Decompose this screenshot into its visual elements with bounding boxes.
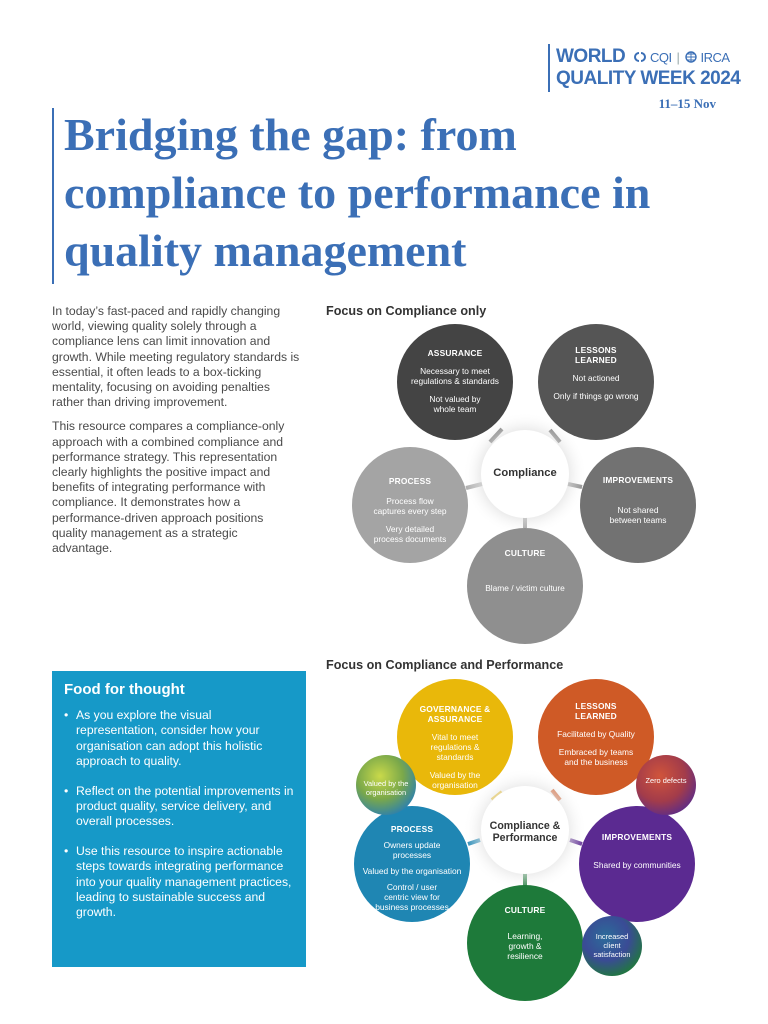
improvements-node xyxy=(580,447,696,563)
node-line: Valued by the organisation xyxy=(362,866,462,876)
lessons-perf-node-text: LESSONS LEARNED Facilitated by Quality E… xyxy=(548,701,644,775)
node-line: Necessary to meet regulations & standard… xyxy=(411,366,499,386)
node-title: IMPROVEMENTS xyxy=(602,475,674,485)
node-line: Embraced by teams and the business xyxy=(558,747,634,767)
node-title: LESSONS LEARNED xyxy=(575,701,617,721)
food-for-thought-box: Food for thought As you explore the visu… xyxy=(52,671,306,967)
food-for-thought-heading: Food for thought xyxy=(64,681,185,698)
lessons-learned-node xyxy=(538,324,654,440)
assurance-node-text: ASSURANCE Necessary to meet regulations … xyxy=(407,348,503,422)
node-title: PROCESS xyxy=(390,824,434,834)
cqi-logo-icon xyxy=(634,51,647,62)
valued-bubble xyxy=(356,755,416,815)
assurance-node xyxy=(397,324,513,440)
brand-cqi: CQI xyxy=(650,50,672,65)
page-title: Bridging the gap: from compliance to per… xyxy=(64,109,651,276)
brand-line1: WORLD CQI | IRCA xyxy=(556,46,730,67)
intro-paragraph-1: In today’s fast-paced and rapidly changi… xyxy=(52,304,300,410)
brand-irca: IRCA xyxy=(700,50,730,65)
node-title: LESSONS LEARNED xyxy=(575,345,617,365)
lessons-node-text: LESSONS LEARNED Not actioned Only if thi… xyxy=(548,345,644,409)
culture-node-text: CULTURE Blame / victim culture xyxy=(477,548,573,601)
zero-defects-label: Zero defects xyxy=(645,776,687,785)
zero-defects-bubble xyxy=(636,755,696,815)
list-item: Reflect on the potential improvements in… xyxy=(64,784,294,830)
compliance-performance-diagram xyxy=(354,679,696,1001)
node-title: CULTURE xyxy=(504,905,546,915)
lessons-learned-node xyxy=(538,679,654,795)
node-line: Not actioned xyxy=(572,373,620,383)
node-line: Very detailed process documents xyxy=(373,524,447,544)
compliance-performance-center-label: Compliance & Performance xyxy=(489,820,561,844)
compliance-performance-heading: Focus on Compliance and Performance xyxy=(326,658,564,672)
node-line: Not shared between teams xyxy=(609,505,667,525)
compliance-center-circle xyxy=(481,430,569,518)
node-line: Shared by communities xyxy=(593,860,681,870)
intro-paragraph-2: This resource compares a compliance-only… xyxy=(52,419,285,556)
compliance-performance-center-circle xyxy=(481,786,569,874)
compliance-only-heading: Focus on Compliance only xyxy=(326,304,487,318)
node-title: IMPROVEMENTS xyxy=(601,832,673,842)
client-satisfaction-bubble xyxy=(582,916,642,976)
compliance-center-label: Compliance xyxy=(493,467,557,479)
irca-globe-icon xyxy=(685,51,698,63)
node-line: Control / user centric view for business… xyxy=(375,882,449,912)
node-line: Valued by the organisation xyxy=(429,770,481,790)
node-title: CULTURE xyxy=(504,548,546,558)
node-line: Blame / victim culture xyxy=(485,583,565,593)
node-line: Facilitated by Quality xyxy=(557,729,635,739)
governance-node-text: GOVERNANCE & ASSURANCE Vital to meet reg… xyxy=(407,704,503,798)
governance-node xyxy=(397,679,513,795)
brand-line2: QUALITY WEEK 2024 xyxy=(556,68,741,89)
intro-text: In today’s fast-paced and rapidly changi… xyxy=(52,304,300,565)
node-line: Only if things go wrong xyxy=(553,391,639,401)
brand-bar xyxy=(548,44,550,92)
culture-node xyxy=(467,528,583,644)
process-node xyxy=(354,806,470,922)
node-title: PROCESS xyxy=(388,476,432,486)
node-line: Learning, growth & resilience xyxy=(507,931,543,961)
node-title: ASSURANCE xyxy=(427,348,483,358)
food-for-thought-list: As you explore the visual representation… xyxy=(64,708,294,921)
list-item: Use this resource to inspire actionable … xyxy=(64,844,294,921)
improvements-node xyxy=(579,806,695,922)
process-node-text: PROCESS Process flow captures every step… xyxy=(362,476,458,552)
culture-perf-node-text: CULTURE Learning, growth & resilience xyxy=(477,905,573,969)
compliance-only-diagram xyxy=(352,324,696,644)
improvements-node-text: IMPROVEMENTS Not shared between teams xyxy=(590,475,686,533)
node-title: GOVERNANCE & ASSURANCE xyxy=(419,704,491,724)
client-satisfaction-label: Increased client satisfaction xyxy=(593,932,631,959)
valued-bubble-label: Valued by the organisation xyxy=(363,779,409,797)
culture-node xyxy=(467,885,583,1001)
title-rule xyxy=(52,108,54,284)
process-perf-node-text: PROCESS Owners update processes Valued b… xyxy=(362,824,462,920)
node-line: Process flow captures every step xyxy=(373,496,447,516)
improvements-perf-node-text: IMPROVEMENTS Shared by communities xyxy=(589,832,685,878)
list-item: As you explore the visual representation… xyxy=(64,708,294,770)
process-node xyxy=(352,447,468,563)
node-line: Vital to meet regulations & standards xyxy=(430,732,480,762)
brand-world: WORLD xyxy=(556,46,626,67)
node-line: Owners update processes xyxy=(383,840,441,860)
node-line: Not valued by whole team xyxy=(429,394,481,414)
brand-dates: 11–15 Nov xyxy=(658,96,716,111)
